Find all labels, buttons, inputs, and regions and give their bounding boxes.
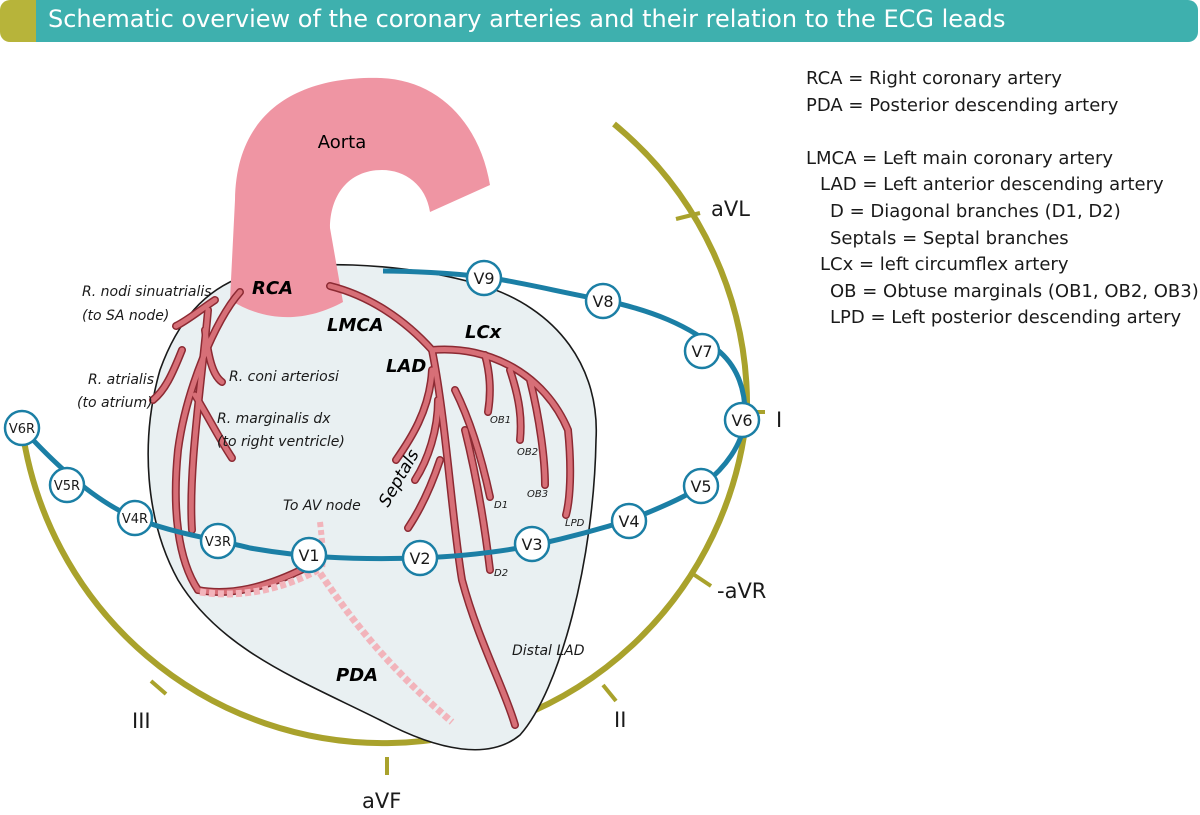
marginalis-sub-label: (to right ventricle) — [217, 434, 345, 450]
lead-marker-v4 — [610, 502, 648, 540]
rca-label: RCA — [252, 278, 293, 299]
legend-lpd: LPD = Left posterior descending artery — [830, 307, 1182, 329]
lpd-label: LPD — [565, 518, 585, 529]
lead-marker-v1 — [290, 536, 328, 574]
legend-spacer — [806, 119, 1199, 146]
title-accent — [0, 0, 40, 42]
lmca-label: LMCA — [327, 315, 384, 336]
lead-label-v3r: V3R — [205, 535, 231, 550]
lead-label-v4r: V4R — [122, 512, 148, 527]
limb-label-minus-avr: -aVR — [717, 579, 766, 603]
limb-label-avl: aVL — [711, 197, 750, 221]
legend: RCA = Right coronary artery PDA = Poster… — [806, 66, 1199, 332]
limb-lead-labels: aVL I -aVR II aVF III — [132, 197, 782, 813]
lead-label-v8: V8 — [592, 292, 613, 311]
pda-label: PDA — [336, 665, 378, 686]
atrialis-label: R. atrialis — [88, 372, 154, 388]
lcx-label: LCx — [465, 322, 503, 343]
d1-label: D1 — [494, 500, 508, 511]
tick-ii — [601, 683, 618, 703]
lead-label-v1: V1 — [298, 546, 319, 565]
sa-node-label: R. nodi sinuatrialis — [82, 284, 212, 300]
lead-marker-v6r — [3, 409, 41, 447]
lad-label: LAD — [386, 356, 426, 377]
lead-label-v7: V7 — [691, 342, 712, 361]
legend-lcx: LCx = left circumflex artery — [820, 254, 1069, 276]
lead-label-v5r: V5R — [54, 479, 80, 494]
limb-label-avf: aVF — [362, 789, 401, 813]
lead-label-v6: V6 — [731, 411, 752, 430]
rca-vessels — [150, 289, 308, 595]
lead-marker-v3r — [199, 522, 237, 560]
tick-avl — [675, 211, 701, 221]
lead-marker-v2 — [401, 539, 439, 577]
limb-label-iii: III — [132, 709, 151, 733]
lead-label-v5: V5 — [690, 477, 711, 496]
legend-rca: RCA = Right coronary artery — [806, 68, 1062, 89]
left-coronary-vessels — [327, 283, 573, 728]
pda-vessel — [199, 565, 455, 725]
lead-marker-v9 — [465, 259, 503, 297]
lead-marker-v4r — [116, 499, 154, 537]
right-chest-lead-labels: V3R V4R V5R V6R — [9, 422, 231, 550]
d2-label: D2 — [494, 568, 508, 579]
sa-node-sub-label: (to SA node) — [82, 308, 169, 324]
ob2-label: OB2 — [517, 447, 538, 458]
coni-label: R. coni arteriosi — [229, 369, 339, 385]
ob1-label: OB1 — [490, 415, 511, 426]
title-background — [36, 0, 1198, 42]
page-title: Schematic overview of the coronary arter… — [48, 5, 1006, 33]
atrialis-sub-label: (to atrium) — [77, 395, 153, 411]
marginalis-label: R. marginalis dx — [217, 411, 331, 427]
aorta-shape — [230, 77, 490, 318]
lead-label-v9: V9 — [473, 269, 494, 288]
lead-marker-v5 — [682, 467, 720, 505]
distal-lad-label: Distal LAD — [512, 643, 585, 659]
legend-lmca: LMCA = Left main coronary artery — [806, 147, 1114, 169]
legend-ob: OB = Obtuse marginals (OB1, OB2, OB3) — [830, 280, 1199, 302]
aorta-label: Aorta — [318, 132, 367, 153]
ob3-label: OB3 — [527, 489, 548, 500]
limb-label-ii: II — [614, 708, 626, 732]
lead-marker-v7 — [683, 332, 721, 370]
title-bar: Schematic overview of the coronary arter… — [0, 0, 1198, 42]
legend-pda: PDA = Posterior descending artery — [806, 94, 1119, 116]
lead-marker-v5r — [48, 466, 86, 504]
legend-lad: LAD = Left anterior descending artery — [820, 174, 1164, 196]
lead-marker-v3 — [513, 525, 551, 563]
chest-lead-labels: V1 V2 V3 V4 V5 V6 V7 V8 V9 — [298, 269, 752, 568]
lead-marker-v8 — [584, 282, 622, 320]
tick-minus-avr — [691, 572, 713, 588]
lead-label-v6r: V6R — [9, 422, 35, 437]
av-node-label: To AV node — [283, 498, 361, 514]
limb-lead-arc — [19, 121, 751, 747]
tick-iii — [149, 679, 168, 696]
small-branch-labels: OB1 OB2 OB3 D1 D2 LPD — [490, 415, 585, 579]
lead-marker-v6 — [723, 401, 761, 439]
legend-diagonal: D = Diagonal branches (D1, D2) — [830, 200, 1121, 222]
lead-label-v3: V3 — [521, 535, 542, 554]
chest-lead-markers — [3, 259, 761, 577]
limb-label-i: I — [776, 408, 782, 432]
branch-labels: R. nodi sinuatrialis (to SA node) R. atr… — [77, 284, 585, 659]
structure-labels: RCA LMCA LAD LCx PDA — [252, 278, 503, 686]
lead-label-v2: V2 — [409, 549, 430, 568]
lead-label-v4: V4 — [618, 512, 639, 531]
legend-septals: Septals = Septal branches — [830, 227, 1069, 249]
